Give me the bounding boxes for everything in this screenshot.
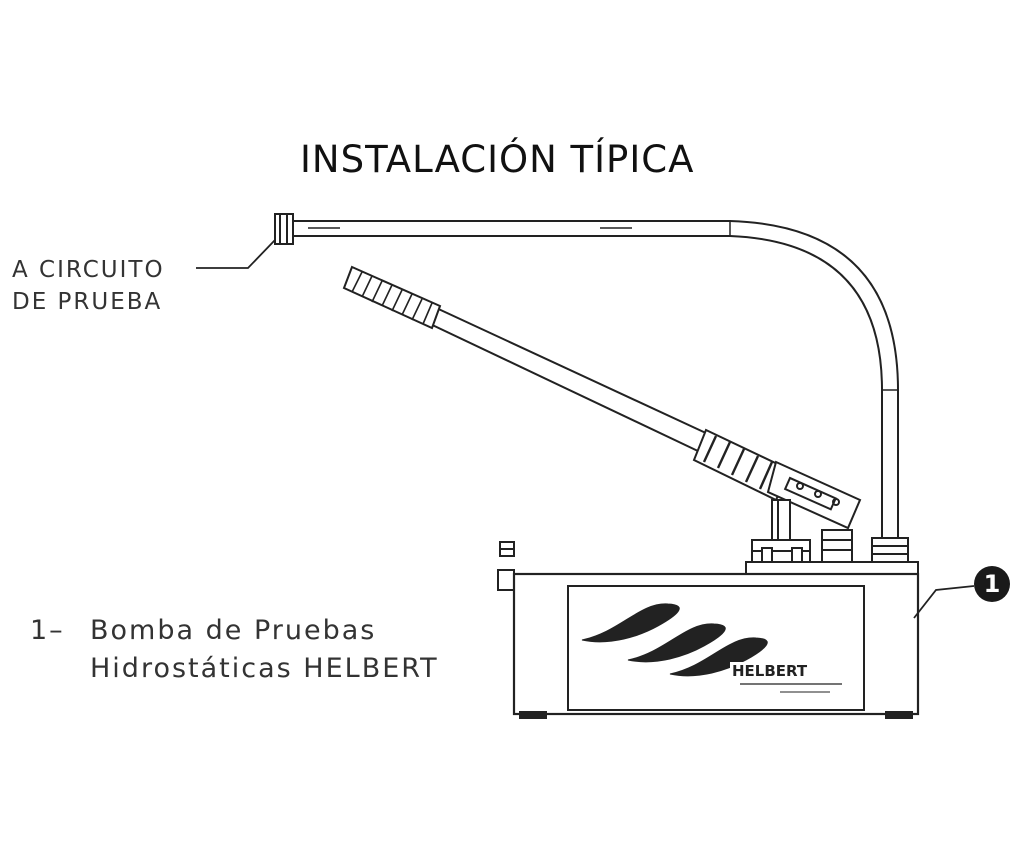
test-circuit-label-line1: A CIRCUITO (12, 257, 165, 283)
pipe-end-fitting (274, 213, 294, 245)
helbert-logo-text: HELBERT (732, 662, 808, 680)
callout-leader-line (913, 585, 975, 619)
legend-row-2: Hidrostáticas HELBERT (30, 650, 439, 688)
pump-tank (512, 572, 920, 719)
callout-badge: 1 (974, 566, 1010, 602)
discharge-pipe (293, 220, 899, 540)
legend-line2: Hidrostáticas HELBERT (90, 653, 439, 684)
legend-number: 1– (30, 615, 65, 646)
legend-line1: Bomba de Pruebas (90, 615, 377, 646)
filler-cap (497, 541, 515, 591)
piston-assembly (751, 499, 853, 563)
circuit-leader-line (196, 239, 276, 269)
legend-row-1: 1– Bomba de Pruebas (30, 612, 439, 650)
helbert-logo (581, 603, 846, 693)
outlet-fitting (871, 537, 909, 563)
test-circuit-label-line2: DE PRUEBA (12, 289, 163, 315)
legend: 1– Bomba de Pruebas Hidrostáticas HELBERT (30, 612, 439, 688)
diagram-title: INSTALACIÓN TÍPICA (300, 138, 695, 181)
pump-lever (342, 265, 862, 530)
test-circuit-label: A CIRCUITO DE PRUEBA (12, 254, 165, 318)
